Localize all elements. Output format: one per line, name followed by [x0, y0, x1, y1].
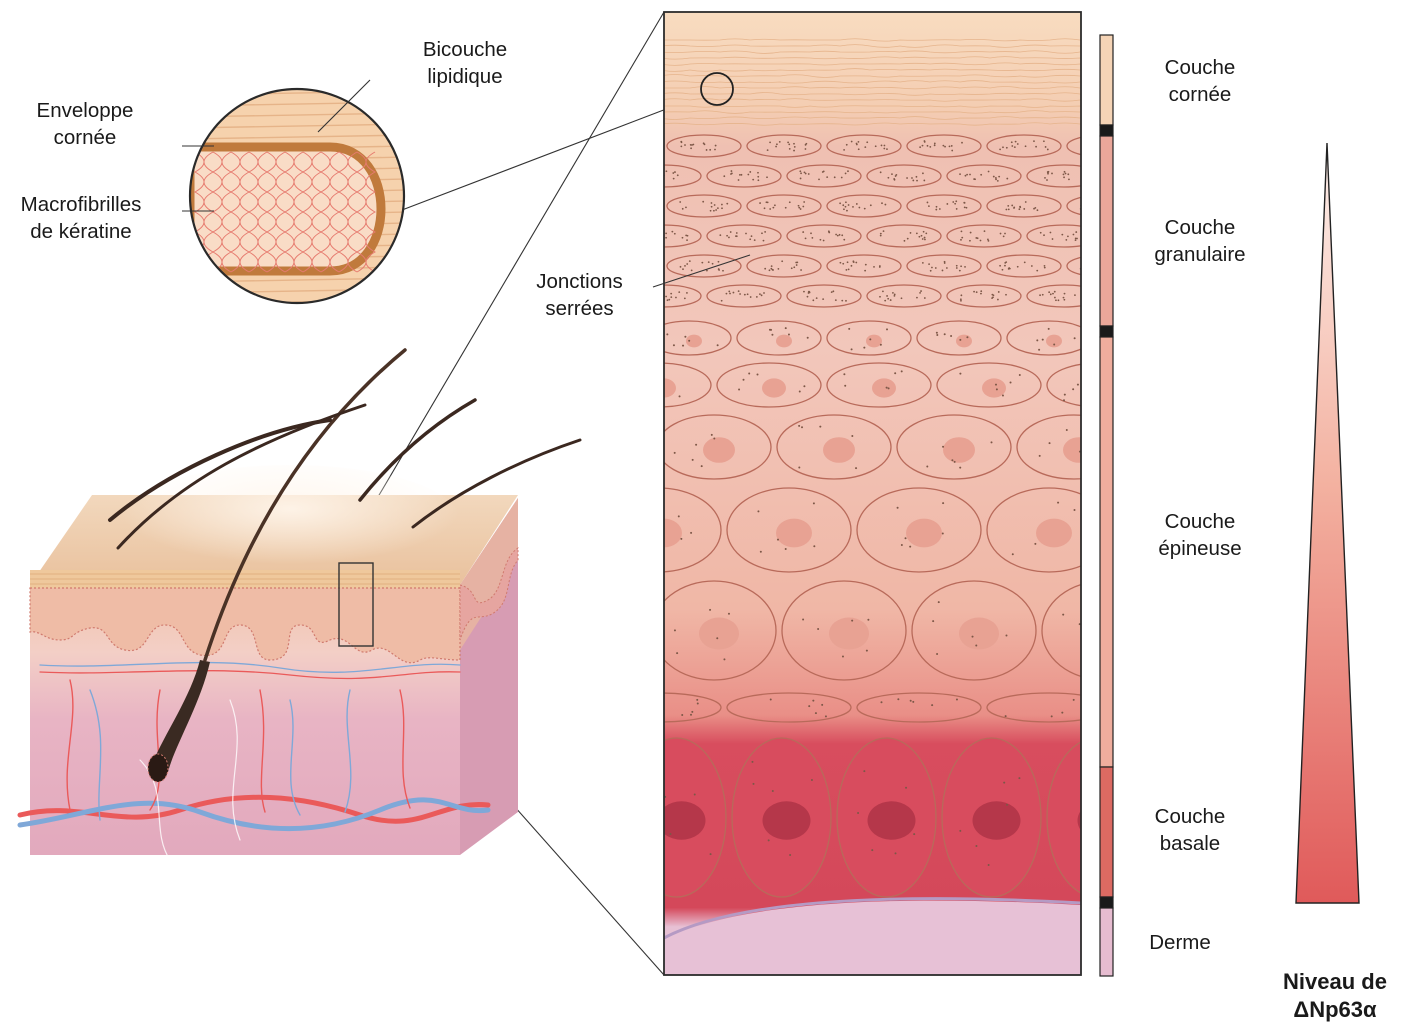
epidermis-cross-section: [597, 12, 1181, 975]
dnp63a-gradient-triangle: [1296, 143, 1359, 903]
layer-scale-bar: [1100, 35, 1113, 976]
label-layer-dermis: Derme: [1125, 929, 1235, 956]
inset-magnified-corneocyte: [185, 89, 410, 304]
skin-block-illustration: [20, 350, 580, 860]
